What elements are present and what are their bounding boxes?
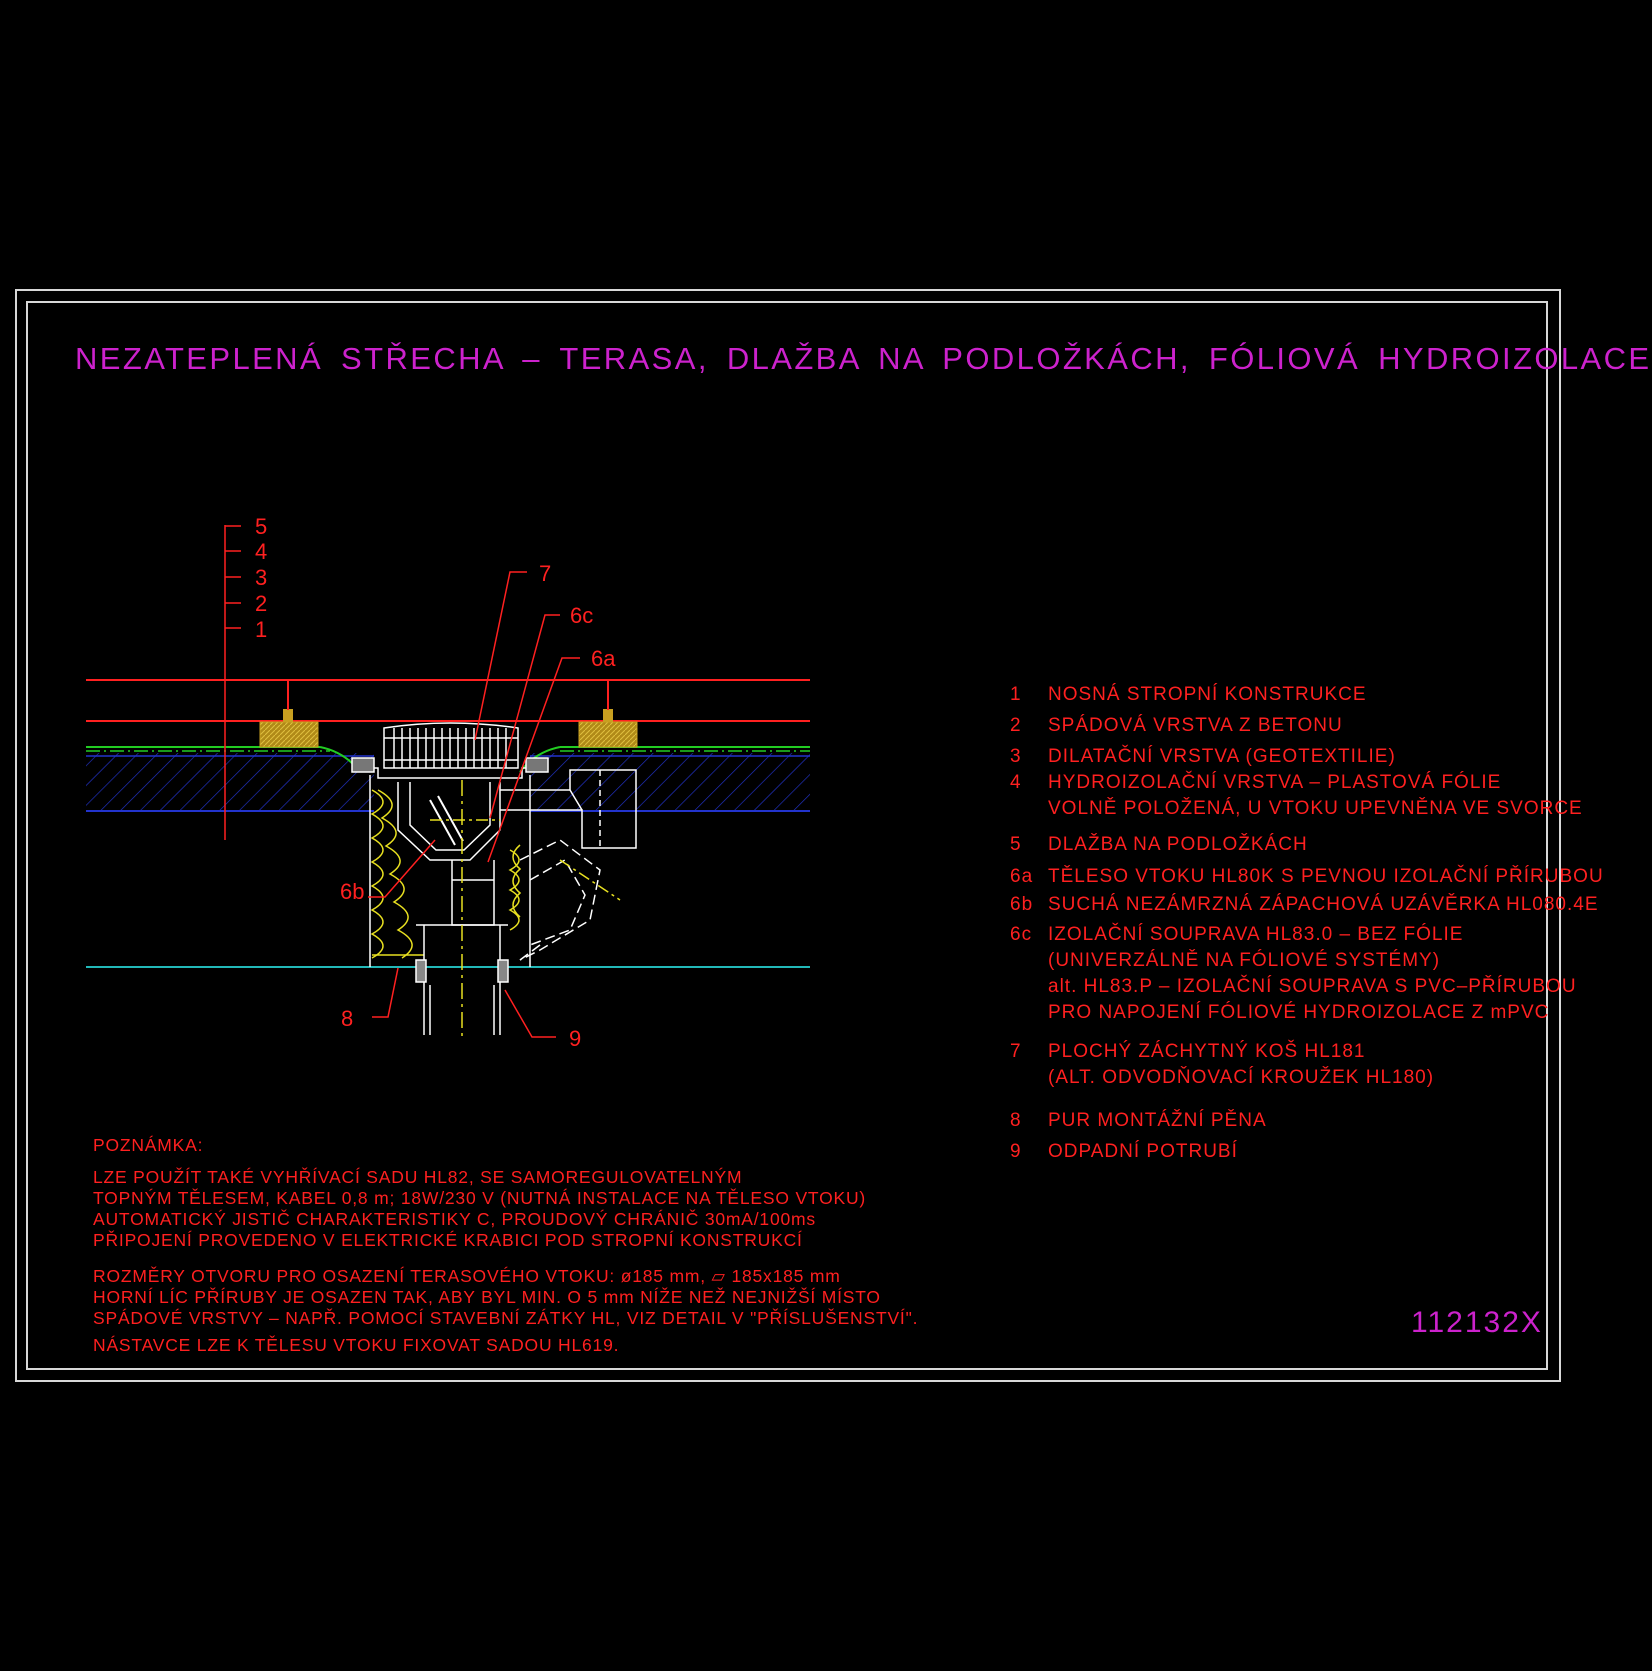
layer-callout-2: 2 bbox=[255, 591, 267, 616]
part-callout-6a: 6a bbox=[591, 646, 616, 671]
legend-number: 5 bbox=[1010, 834, 1022, 855]
part-callout-8: 8 bbox=[341, 1006, 353, 1031]
drawing-title: NEZATEPLENÁ STŘECHA – TERASA, DLAŽBA NA … bbox=[75, 341, 1652, 376]
legend-number: 9 bbox=[1010, 1141, 1022, 1162]
part-leaders bbox=[368, 571, 580, 1038]
elbow-axis bbox=[559, 859, 621, 901]
legend-text: (UNIVERZÁLNĚ NA FÓLIOVÉ SYSTÉMY) bbox=[1048, 950, 1441, 971]
paving-lines bbox=[86, 679, 810, 722]
pur-foam bbox=[370, 789, 522, 959]
layer-callout-5: 5 bbox=[255, 514, 267, 539]
legend-text: PRO NAPOJENÍ FÓLIOVÉ HYDROIZOLACE Z mPVC bbox=[1048, 1002, 1550, 1023]
legend-number: 6c bbox=[1010, 924, 1033, 945]
legend-text: ODPADNÍ POTRUBÍ bbox=[1048, 1141, 1238, 1162]
part-callout-6b: 6b bbox=[340, 879, 364, 904]
part-callout-9: 9 bbox=[569, 1026, 581, 1051]
legend-text: SUCHÁ NEZÁMRZNÁ ZÁPACHOVÁ UZÁVĚRKA HL080… bbox=[1048, 894, 1599, 915]
legend-text: DILATAČNÍ VRSTVA (GEOTEXTILIE) bbox=[1048, 746, 1396, 767]
note-line: TOPNÝM TĚLESEM, KABEL 0,8 m; 18W/230 V (… bbox=[93, 1188, 867, 1208]
slab-opening bbox=[369, 775, 531, 967]
note-line: NÁSTAVCE LZE K TĚLESU VTOKU FIXOVAT SADO… bbox=[93, 1335, 620, 1355]
note-line: HORNÍ LÍC PŘÍRUBY JE OSAZEN TAK, ABY BYL… bbox=[93, 1287, 881, 1307]
drain-body bbox=[351, 757, 549, 861]
legend-text: alt. HL83.P – IZOLAČNÍ SOUPRAVA S PVC–PŘ… bbox=[1048, 976, 1577, 997]
paving-pads bbox=[259, 680, 638, 748]
note-line: AUTOMATICKÝ JISTIČ CHARAKTERISTIKY C, PR… bbox=[93, 1209, 816, 1229]
outer-frame bbox=[15, 289, 1561, 1382]
legend-text: HYDROIZOLAČNÍ VRSTVA – PLASTOVÁ FÓLIE bbox=[1048, 772, 1502, 793]
inner-frame bbox=[26, 301, 1548, 1370]
layer-callout-3: 3 bbox=[255, 565, 267, 590]
legend-text: (ALT. ODVODŇOVACÍ KROUŽEK HL180) bbox=[1048, 1067, 1435, 1088]
legend-text: PLOCHÝ ZÁCHYTNÝ KOŠ HL181 bbox=[1048, 1041, 1366, 1062]
legend-number: 7 bbox=[1010, 1041, 1022, 1062]
legend-number: 1 bbox=[1010, 684, 1022, 705]
legend-number: 2 bbox=[1010, 715, 1022, 736]
note-heading: POZNÁMKA: bbox=[93, 1135, 204, 1155]
concrete-layer bbox=[86, 753, 810, 812]
layer-callout-ladder bbox=[224, 525, 241, 840]
layer-callout-1: 1 bbox=[255, 617, 267, 642]
note-line: ROZMĚRY OTVORU PRO OSAZENÍ TERASOVÉHO VT… bbox=[93, 1266, 841, 1286]
legend-text: DLAŽBA NA PODLOŽKÁCH bbox=[1048, 834, 1308, 855]
legend-number: 4 bbox=[1010, 772, 1022, 793]
legend-text: NOSNÁ STROPNÍ KONSTRUKCE bbox=[1048, 684, 1367, 705]
part-callout-7: 7 bbox=[539, 561, 551, 586]
odour-trap bbox=[451, 860, 495, 926]
note-line: PŘIPOJENÍ PROVEDENO V ELEKTRICKÉ KRABICI… bbox=[93, 1230, 803, 1250]
legend-text: PUR MONTÁŽNÍ PĚNA bbox=[1048, 1110, 1267, 1131]
layer-callout-4: 4 bbox=[255, 539, 267, 564]
legend-number: 3 bbox=[1010, 746, 1022, 767]
section-drawing: 5 4 3 2 1 7 6c 6a 6b 8 9 bbox=[86, 514, 810, 1051]
legend-text: VOLNĚ POLOŽENÁ, U VTOKU UPEVNĚNA VE SVOR… bbox=[1048, 798, 1583, 819]
legend-text: SPÁDOVÁ VRSTVA Z BETONU bbox=[1048, 715, 1343, 736]
drawing-code: 112132X bbox=[1411, 1306, 1543, 1339]
legend-number: 6a bbox=[1010, 866, 1034, 887]
note-line: LZE POUŽÍT TAKÉ VYHŘÍVACÍ SADU HL82, SE … bbox=[93, 1167, 743, 1187]
part-callout-6c: 6c bbox=[570, 603, 593, 628]
note-line: SPÁDOVÉ VRSTVY – NAPŘ. POMOCÍ STAVEBNÍ Z… bbox=[93, 1308, 919, 1328]
side-outlet bbox=[500, 769, 637, 849]
alternative-elbow bbox=[519, 839, 601, 961]
legend-number: 6b bbox=[1010, 894, 1034, 915]
legend-text: TĚLESO VTOKU HL80K S PEVNOU IZOLAČNÍ PŘÍ… bbox=[1048, 866, 1604, 887]
drain-basket bbox=[383, 722, 519, 769]
legend-text: IZOLAČNÍ SOUPRAVA HL83.0 – BEZ FÓLIE bbox=[1048, 924, 1464, 945]
legend-number: 8 bbox=[1010, 1110, 1022, 1131]
